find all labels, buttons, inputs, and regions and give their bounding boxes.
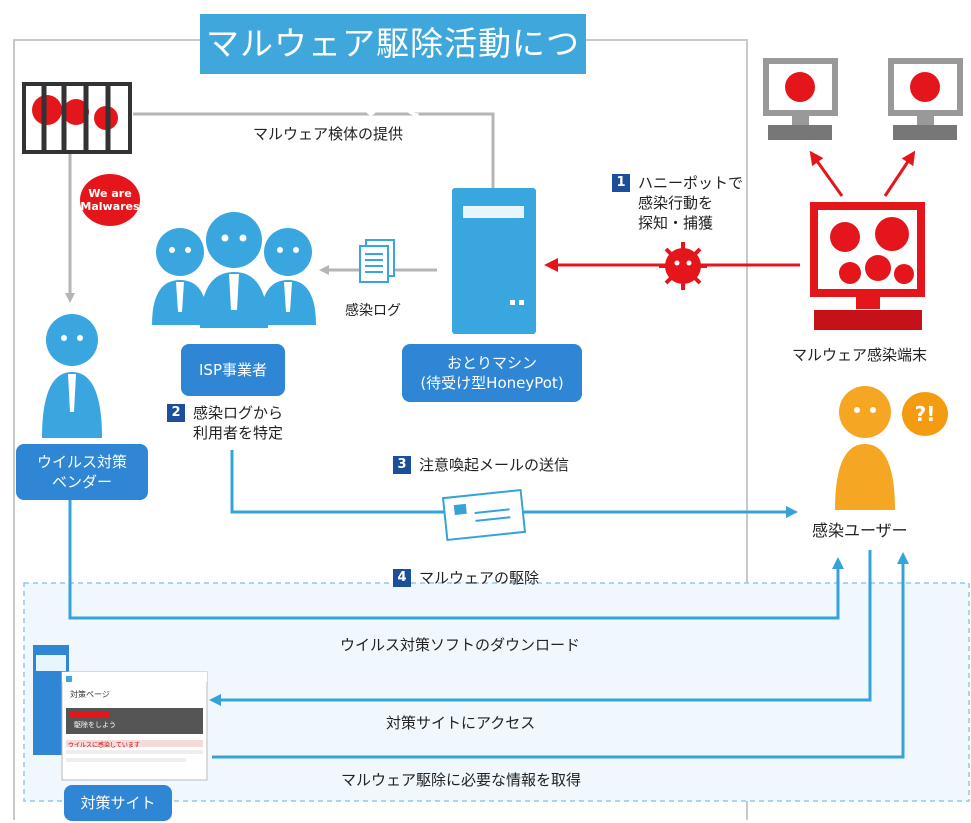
mail-icon [441,488,527,542]
step-2-line-1: 感染ログから [193,404,284,422]
step-3-number: 3 [393,456,411,474]
info-arrow [212,552,909,759]
infected-pc-main-icon [810,202,925,330]
info-get-label: マルウェア駆除に必要な情報を取得 [341,771,582,789]
honeypot-server-icon [452,188,536,334]
step-1-number: 1 [612,174,630,192]
vendor-box: ウイルス対策 ベンダー [16,444,148,500]
vendor-box-line-2: ベンダー [51,473,112,491]
step-4-line-1: マルウェアの駆除 [419,569,540,587]
question-bubble: ?! [902,392,948,436]
sample-provide-line [133,112,495,190]
badge-line-2: Malwares [80,200,140,213]
step-1-line-3: 探知・捕獲 [638,214,714,232]
diagram-title: マルウェア駆除活動について [200,14,586,123]
honeypot-box: おとりマシン (待受け型HoneyPot) [402,344,582,402]
spread-arrow-left [809,150,844,197]
we-are-malwares-badge: We are Malwares [80,174,140,226]
infected-user-label: 感染ユーザー [812,521,908,540]
infected-pc-small-left-icon [763,58,838,140]
step-1-line-2: 感染行動を [638,194,714,212]
infected-terminal-label: マルウェア感染端末 [792,346,928,364]
step-4: 4 マルウェアの駆除 [393,568,539,588]
step-1-line-1: ハニーポットで [638,174,744,192]
site-screens-icon [33,645,208,781]
step-3: 3 注意喚起メールの送信 [393,455,569,475]
honeypot-box-line-2: (待受け型HoneyPot) [420,374,564,392]
spread-arrow-right [883,150,916,197]
site-page-title: 対策ページ [70,690,110,699]
step-1: 1 ハニーポットで 感染行動を 探知・捕獲 [612,173,743,233]
step-2-line-2: 利用者を特定 [193,424,284,442]
vendor-box-line-1: ウイルス対策 [36,453,127,471]
vendor-to-user-arrow [68,500,844,620]
vendor-person-icon [42,314,102,438]
malware-virus-icon [659,242,707,290]
site-banner: 駆除をしよう [74,721,116,729]
site-box: 対策サイト [64,785,172,821]
malware-sample-label: マルウェア検体の提供 [253,125,404,143]
step-2-number: 2 [167,404,185,422]
infected-pc-small-right-icon [888,58,963,140]
antivirus-download-label: ウイルス対策ソフトのダウンロード [340,636,581,654]
step-2: 2 感染ログから 利用者を特定 [167,403,283,443]
jail-icon [22,82,132,154]
badge-line-1: We are [88,187,132,200]
isp-staff-icon [152,212,316,328]
log-document-icon [359,239,395,283]
infected-user-icon [835,386,895,510]
isp-box: ISP事業者 [181,344,285,396]
step-3-line-1: 注意喚起メールの送信 [419,456,570,474]
step-4-number: 4 [393,569,411,587]
honeypot-box-line-1: おとりマシン [446,354,537,372]
site-access-label: 対策サイトにアクセス [386,714,536,732]
infection-log-label: 感染ログ [345,303,401,319]
outer-frame [13,39,748,820]
access-arrow [209,550,872,706]
mail-arrow [230,450,798,518]
site-notice: ウイルスに感染しています [68,742,140,749]
